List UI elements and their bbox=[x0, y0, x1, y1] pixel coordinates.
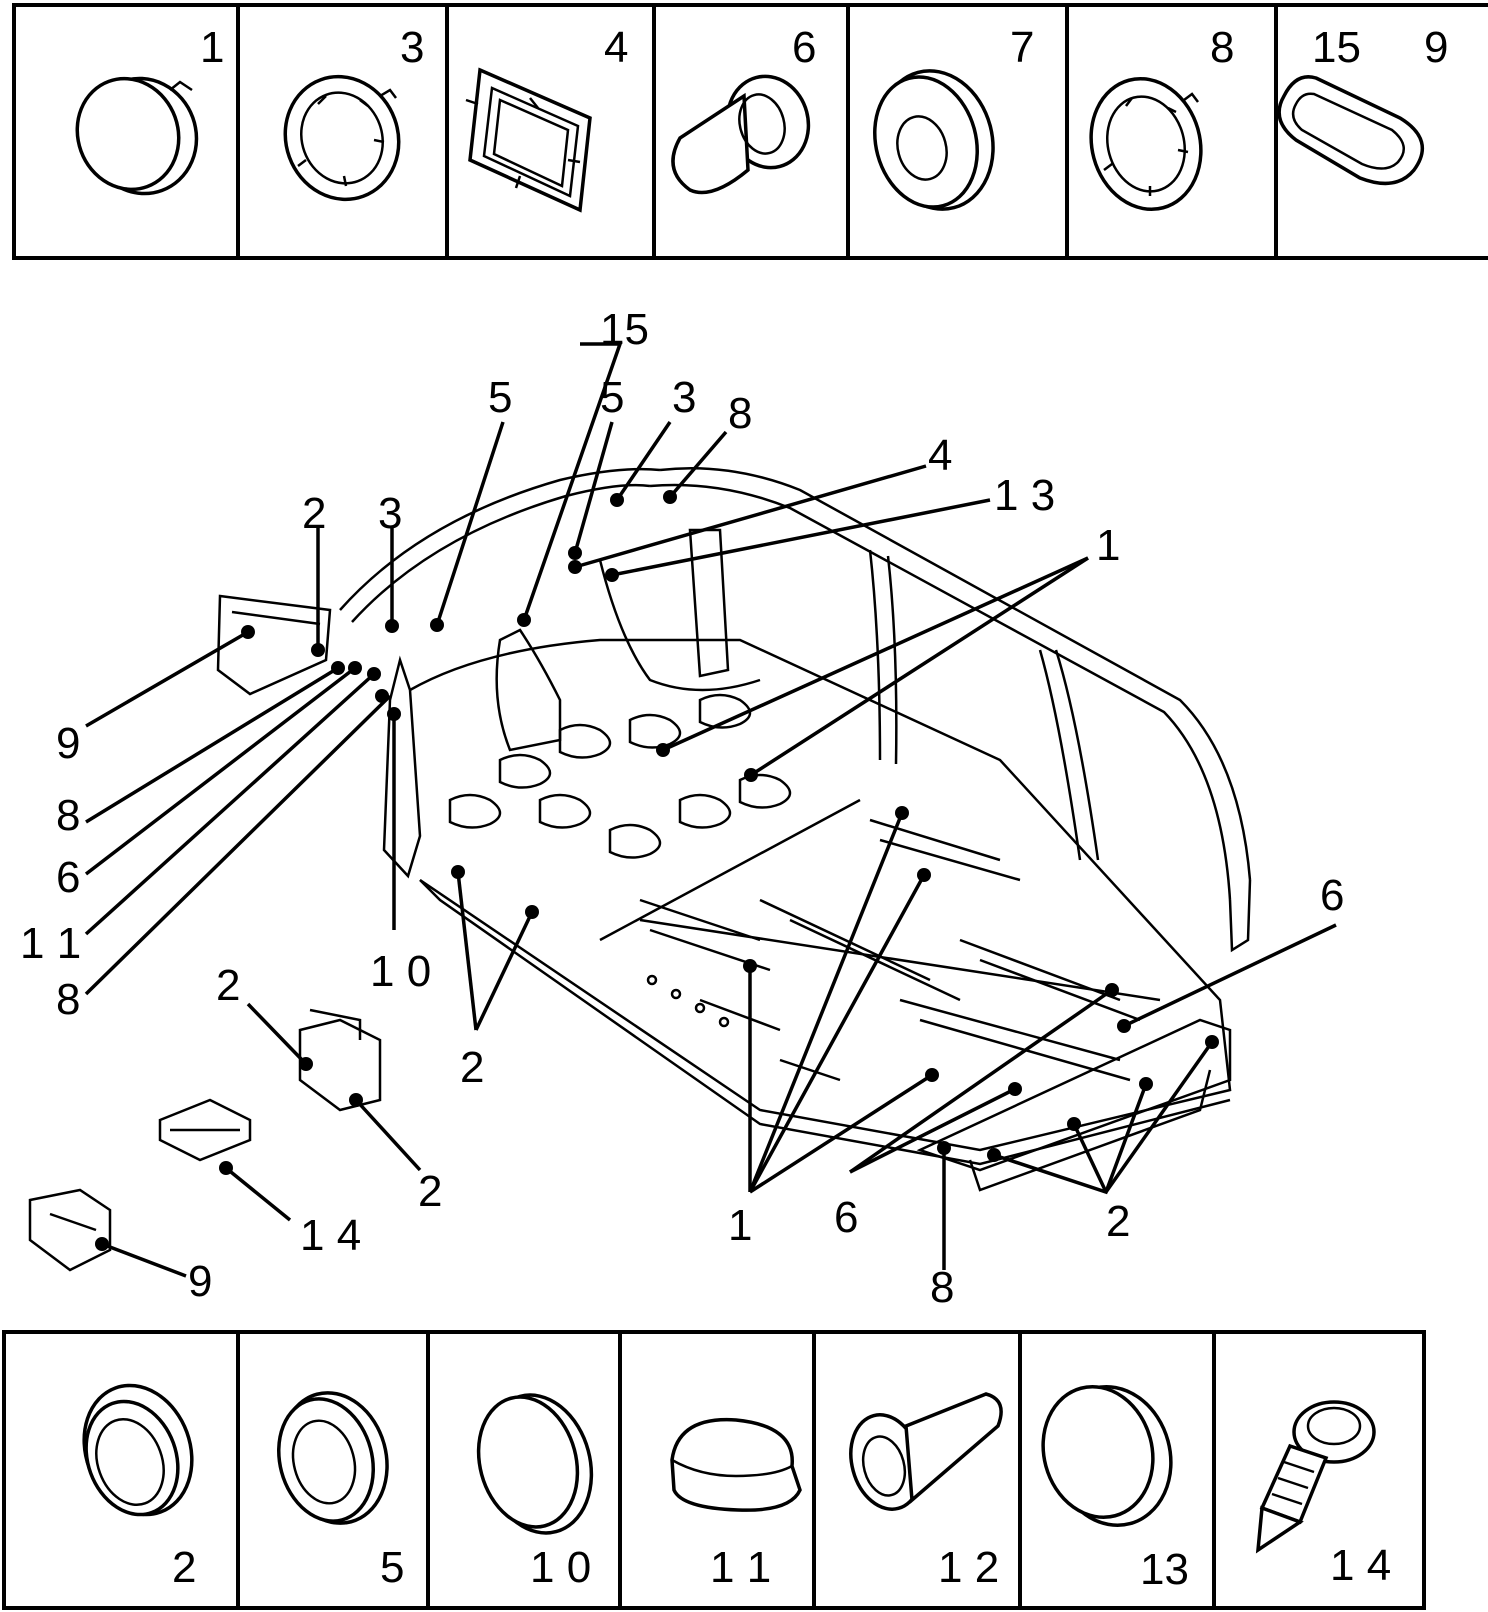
callout-8-left-b: 8 bbox=[56, 975, 80, 1024]
top-label-3: 3 bbox=[400, 23, 424, 72]
top-parts-table: 1 3 4 6 7 bbox=[12, 3, 1488, 260]
callout-8-left-a: 8 bbox=[56, 791, 80, 840]
top-label-8: 8 bbox=[1210, 23, 1234, 72]
callout-2-rear: 2 bbox=[1106, 1197, 1130, 1246]
part-3-drawing bbox=[283, 74, 401, 202]
callout-1-top: 1 bbox=[1096, 521, 1120, 570]
callout-5-left: 5 bbox=[488, 373, 512, 422]
top-label-9: 9 bbox=[1424, 23, 1448, 72]
leader-lines bbox=[84, 342, 1337, 1278]
callout-2-bracket-top: 2 bbox=[216, 961, 240, 1010]
top-label-7: 7 bbox=[1010, 23, 1034, 72]
callout-2-bracket-bottom: 2 bbox=[418, 1167, 442, 1216]
top-label-15: 15 bbox=[1312, 23, 1361, 72]
callout-6-bottom: 6 bbox=[834, 1193, 858, 1242]
callout-13: 1 3 bbox=[994, 471, 1055, 520]
vehicle-floor-drawing bbox=[28, 466, 1252, 1272]
callout-8-bottom: 8 bbox=[930, 1263, 954, 1312]
part-15-9-drawing bbox=[1277, 75, 1424, 186]
top-label-4: 4 bbox=[604, 23, 628, 72]
part-4-drawing bbox=[465, 67, 592, 213]
callout-3-left: 3 bbox=[378, 489, 402, 538]
part-7-drawing bbox=[873, 69, 995, 211]
part-11-drawing bbox=[670, 1417, 802, 1512]
part-12-drawing bbox=[849, 1392, 1003, 1511]
callout-10: 1 0 bbox=[370, 947, 431, 996]
callout-4: 4 bbox=[928, 431, 952, 480]
callout-dots bbox=[95, 490, 1219, 1251]
bottom-label-12: 1 2 bbox=[938, 1543, 999, 1592]
bottom-label-11: 1 1 bbox=[710, 1543, 771, 1592]
part-6-drawing bbox=[671, 74, 811, 195]
top-label-1: 1 bbox=[200, 23, 224, 72]
part-8-drawing bbox=[1089, 76, 1203, 212]
bottom-label-5: 5 bbox=[380, 1543, 404, 1592]
callout-6-right: 6 bbox=[1320, 871, 1344, 920]
top-label-6: 6 bbox=[792, 23, 816, 72]
callout-15: 15 bbox=[600, 305, 649, 354]
part-1-drawing bbox=[75, 76, 199, 196]
bottom-label-2: 2 bbox=[172, 1543, 196, 1592]
bottom-parts-table: 2 5 1 0 1 1 1 2 bbox=[2, 1330, 1426, 1610]
bottom-label-14: 1 4 bbox=[1330, 1541, 1391, 1590]
callout-labels: 15 5 5 3 8 4 1 3 1 2 3 9 8 6 1 1 8 1 0 2… bbox=[20, 305, 1344, 1312]
part-5-drawing bbox=[277, 1391, 389, 1525]
callout-2-left: 2 bbox=[302, 489, 326, 538]
callout-8-top: 8 bbox=[728, 389, 752, 438]
callout-9-left: 9 bbox=[56, 719, 80, 768]
callout-6-left: 6 bbox=[56, 853, 80, 902]
part-2-drawing bbox=[82, 1383, 194, 1517]
callout-5-right: 5 bbox=[600, 373, 624, 422]
part-13-drawing bbox=[1041, 1384, 1173, 1528]
bottom-label-10: 1 0 bbox=[530, 1543, 591, 1592]
callout-3-top: 3 bbox=[672, 373, 696, 422]
part-10-drawing bbox=[476, 1393, 594, 1535]
callout-11: 1 1 bbox=[20, 919, 81, 968]
callout-9-bottom: 9 bbox=[188, 1257, 212, 1306]
callout-14: 1 4 bbox=[300, 1211, 361, 1260]
callout-2-floor: 2 bbox=[460, 1043, 484, 1092]
part-14-drawing bbox=[1255, 1400, 1376, 1554]
bottom-label-13: 13 bbox=[1140, 1545, 1189, 1594]
callout-1-bottom: 1 bbox=[728, 1201, 752, 1250]
